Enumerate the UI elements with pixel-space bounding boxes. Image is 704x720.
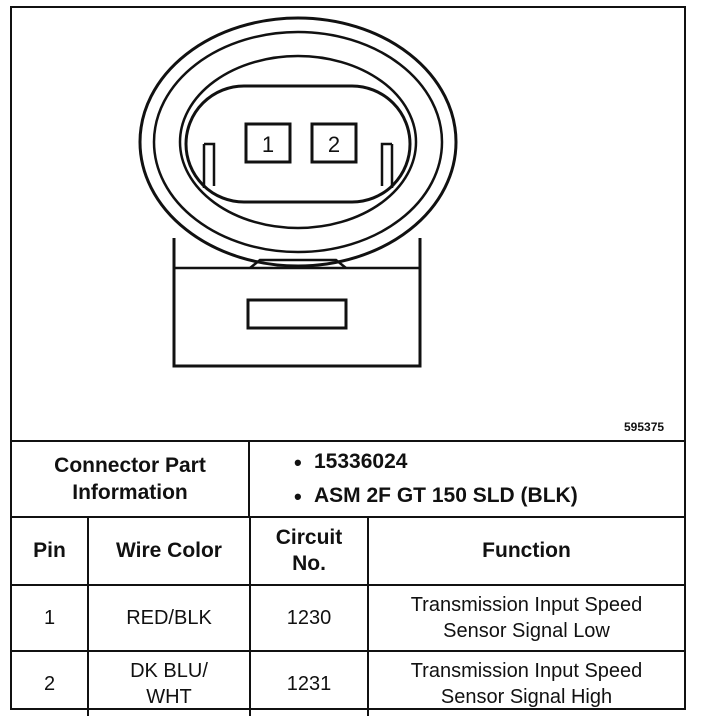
table-row: 2 DK BLU/ WHT 1231 Transmission Input Sp… (12, 650, 684, 716)
circuit-cell: 1231 (249, 650, 369, 716)
header-circuit: Circuit No. (249, 516, 369, 586)
pin-cell: 1 (12, 584, 89, 652)
connector-chart-frame: 1 2 595375 Connector Part Information • … (10, 6, 686, 716)
pin-2-terminal (310, 122, 358, 164)
connector-outer-housing (138, 16, 458, 268)
part-info-row: Connector Part Information • 15336024 • … (12, 440, 684, 518)
pin-table: Pin Wire Color Circuit No. Function 1 RE… (12, 516, 684, 716)
cavity-right-latch (380, 142, 394, 188)
function-line: Transmission Input Speed (410, 594, 643, 616)
function-line: Sensor Signal Low (443, 620, 610, 642)
header-pin: Pin (12, 516, 89, 586)
connector-lock-tab (249, 258, 347, 269)
pin-table-header: Pin Wire Color Circuit No. Function (12, 516, 684, 586)
header-circuit-line: Circuit (275, 526, 343, 549)
pin-1-terminal (244, 122, 292, 164)
wire-color-cell: DK BLU/ WHT (87, 650, 251, 716)
wire-color-line: RED/BLK (126, 607, 212, 629)
function-cell: Transmission Input Speed Sensor Signal H… (367, 650, 684, 716)
wire-color-cell: RED/BLK (87, 584, 251, 652)
part-info-label-line: Connector Part (54, 454, 206, 477)
connector-face-drawing: 1 2 (138, 16, 458, 368)
function-cell: Transmission Input Speed Sensor Signal L… (367, 584, 684, 652)
part-number: 15336024 (314, 450, 408, 473)
connector-base-body (172, 238, 422, 368)
circuit-cell: 1230 (249, 584, 369, 652)
connector-cavity (184, 84, 412, 204)
wire-color-line: DK BLU/ (130, 660, 208, 682)
part-info-label: Connector Part Information (12, 442, 250, 518)
part-info-label-line: Information (72, 481, 188, 504)
bullet-icon: • (294, 484, 302, 509)
bullet-icon: • (294, 450, 302, 475)
pin-cell: 2 (12, 650, 89, 716)
function-line: Transmission Input Speed (410, 660, 643, 682)
part-number: ASM 2F GT 150 SLD (BLK) (314, 484, 578, 507)
figure-number: 595375 (624, 420, 665, 434)
header-wire-color: Wire Color (87, 516, 251, 586)
connector-base-slot (246, 298, 348, 330)
header-circuit-line: No. (292, 552, 326, 575)
wire-color-line: WHT (146, 686, 192, 708)
pin-1-label: 1 (262, 132, 274, 157)
part-numbers: • 15336024 • ASM 2F GT 150 SLD (BLK) (250, 442, 684, 518)
table-row: 1 RED/BLK 1230 Transmission Input Speed … (12, 584, 684, 652)
cavity-left-latch (202, 142, 216, 188)
pin-2-label: 2 (328, 132, 340, 157)
connector-middle-ring (152, 30, 444, 254)
header-function: Function (367, 516, 684, 586)
function-line: Sensor Signal High (440, 686, 613, 708)
connector-inner-ring (178, 54, 418, 230)
